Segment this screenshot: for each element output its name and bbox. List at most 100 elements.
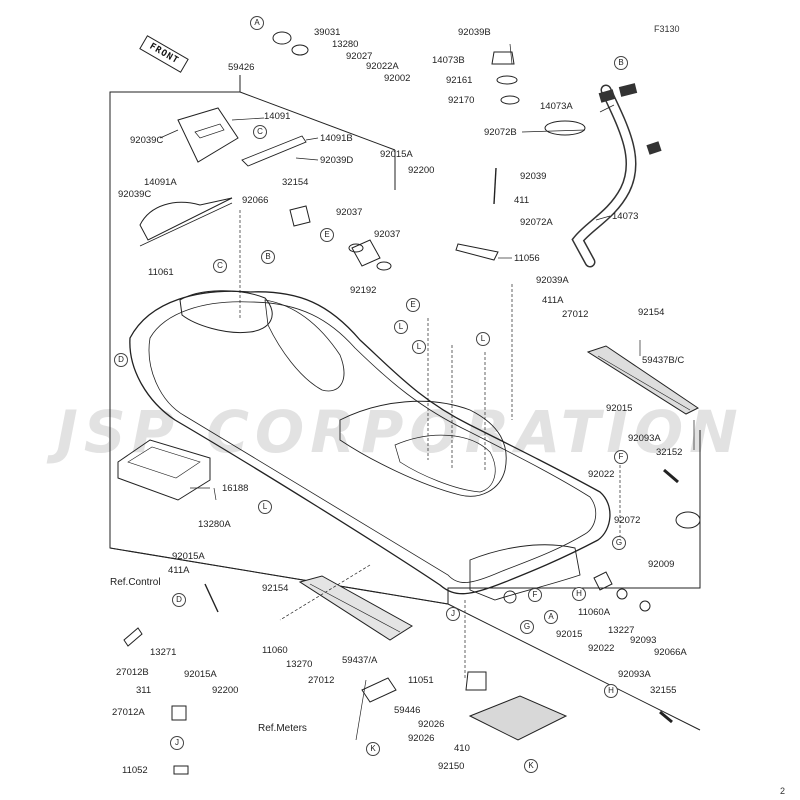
ref-circle-G: G [612, 536, 626, 550]
part-92072B: 92072B [484, 127, 517, 138]
part-32154: 32154 [282, 177, 309, 188]
leader-line [231, 117, 265, 121]
fitting-27012B [123, 627, 143, 647]
fitting-32154 [289, 205, 311, 227]
part-13227: 13227 [608, 625, 635, 636]
tube-92192 [351, 239, 381, 267]
gasket-11061 [139, 202, 233, 247]
part-92015A-2: 92015A [172, 551, 205, 562]
leader-line [355, 679, 367, 741]
ref-circle-E-2: E [406, 298, 420, 312]
part-14073B: 14073B [432, 55, 465, 66]
part-32152 [663, 468, 679, 484]
part-92037-b: 92037 [374, 229, 401, 240]
part-92150: 92150 [438, 761, 465, 772]
part-11051: 11051 [408, 675, 434, 686]
part-59446: 59446 [394, 705, 421, 716]
part-92026-b: 92026 [408, 733, 435, 744]
leader-line [509, 43, 513, 65]
ref-circle-B-2: B [614, 56, 628, 70]
ref-circle-K-2: K [524, 759, 538, 773]
part-27012B: 27012B [116, 667, 149, 678]
ref-circle-H-2: H [604, 684, 618, 698]
part-11060: 11060 [262, 645, 288, 656]
part-11060A: 11060A [578, 607, 611, 618]
cable-ref-control [204, 583, 219, 613]
part-311: 311 [136, 685, 152, 696]
part-92015A: 92015A [380, 149, 413, 160]
leader-line [305, 137, 319, 141]
part-92009: 92009 [648, 559, 675, 570]
part-92039C-2: 92039C [118, 189, 152, 200]
ref-circle-C: C [253, 125, 267, 139]
footwell [394, 434, 496, 493]
part-27012-b: 27012 [308, 675, 335, 686]
strip-14091B [241, 135, 307, 167]
leader-line [521, 129, 586, 133]
ref-circle-D: D [114, 353, 128, 367]
cap-39031 [272, 31, 292, 45]
part-39031: 39031 [314, 27, 341, 38]
part-92037: 92037 [336, 207, 363, 218]
ref-circle-K: K [366, 742, 380, 756]
part-11061: 11061 [148, 267, 174, 278]
leader-line [279, 564, 371, 621]
ref-circle-D-2: D [172, 593, 186, 607]
part-32152: 32152 [656, 447, 683, 458]
part-92022-b: 92022 [588, 643, 615, 654]
part-59437BC: 59437B/C [642, 355, 685, 366]
bracket-92026 [361, 677, 397, 703]
frame-line [239, 91, 396, 151]
part-32155: 32155 [650, 685, 677, 696]
washer-92093 [639, 600, 651, 612]
plate-14091 [177, 107, 239, 163]
part-27012A: 27012A [112, 707, 145, 718]
transom [469, 544, 581, 601]
part-92093: 92093 [630, 635, 657, 646]
part-92002: 92002 [384, 73, 411, 84]
part-92200-b: 92200 [212, 685, 239, 696]
part-92072: 92072 [614, 515, 641, 526]
cover-14091A [139, 197, 233, 241]
part-92154: 92154 [638, 307, 665, 318]
part-59437A: 59437/A [342, 655, 378, 666]
ref-circle-C-2: C [213, 259, 227, 273]
part-92015A-3: 92015A [184, 669, 217, 680]
fitting-14073B [491, 51, 515, 65]
ring-92161 [496, 75, 518, 85]
bolt-13227 [616, 588, 628, 600]
part-92039D: 92039D [320, 155, 354, 166]
part-92170: 92170 [448, 95, 475, 106]
part-92200: 92200 [408, 165, 435, 176]
part-92161: 92161 [446, 75, 473, 86]
part-92093A: 92093A [628, 433, 661, 444]
fitting-11060A [593, 571, 613, 591]
ref-circle-F-2: F [528, 588, 542, 602]
ref-circle-J-2: J [170, 736, 184, 750]
ring-13280 [291, 44, 309, 56]
part-92093A-b: 92093A [618, 669, 651, 680]
part-411A: 411A [542, 295, 564, 306]
part-92039C: 92039C [130, 135, 164, 146]
part-92039: 92039 [520, 171, 547, 182]
ring-92037 [348, 243, 364, 253]
bracket-27012A [171, 705, 187, 721]
ring-92037b [376, 261, 392, 271]
pad-59437BC [586, 345, 699, 415]
ref-circle-G-2: G [520, 620, 534, 634]
part-14073A: 14073A [540, 101, 573, 112]
part-16188: 16188 [222, 483, 249, 494]
part-411A-2: 411A [168, 565, 190, 576]
hull-inner [148, 301, 597, 583]
ref-circle-H: H [572, 587, 586, 601]
leader-line [213, 487, 217, 501]
part-27012: 27012 [562, 309, 589, 320]
hose-14073-core [573, 86, 636, 266]
console [264, 299, 345, 392]
plate-14091-slot [194, 123, 225, 139]
bracket-11056 [455, 243, 499, 261]
plate-59446 [468, 695, 568, 741]
ref-circle-L-2: L [412, 340, 426, 354]
part-92022A: 92022A [366, 61, 399, 72]
ring-92170 [500, 95, 520, 105]
